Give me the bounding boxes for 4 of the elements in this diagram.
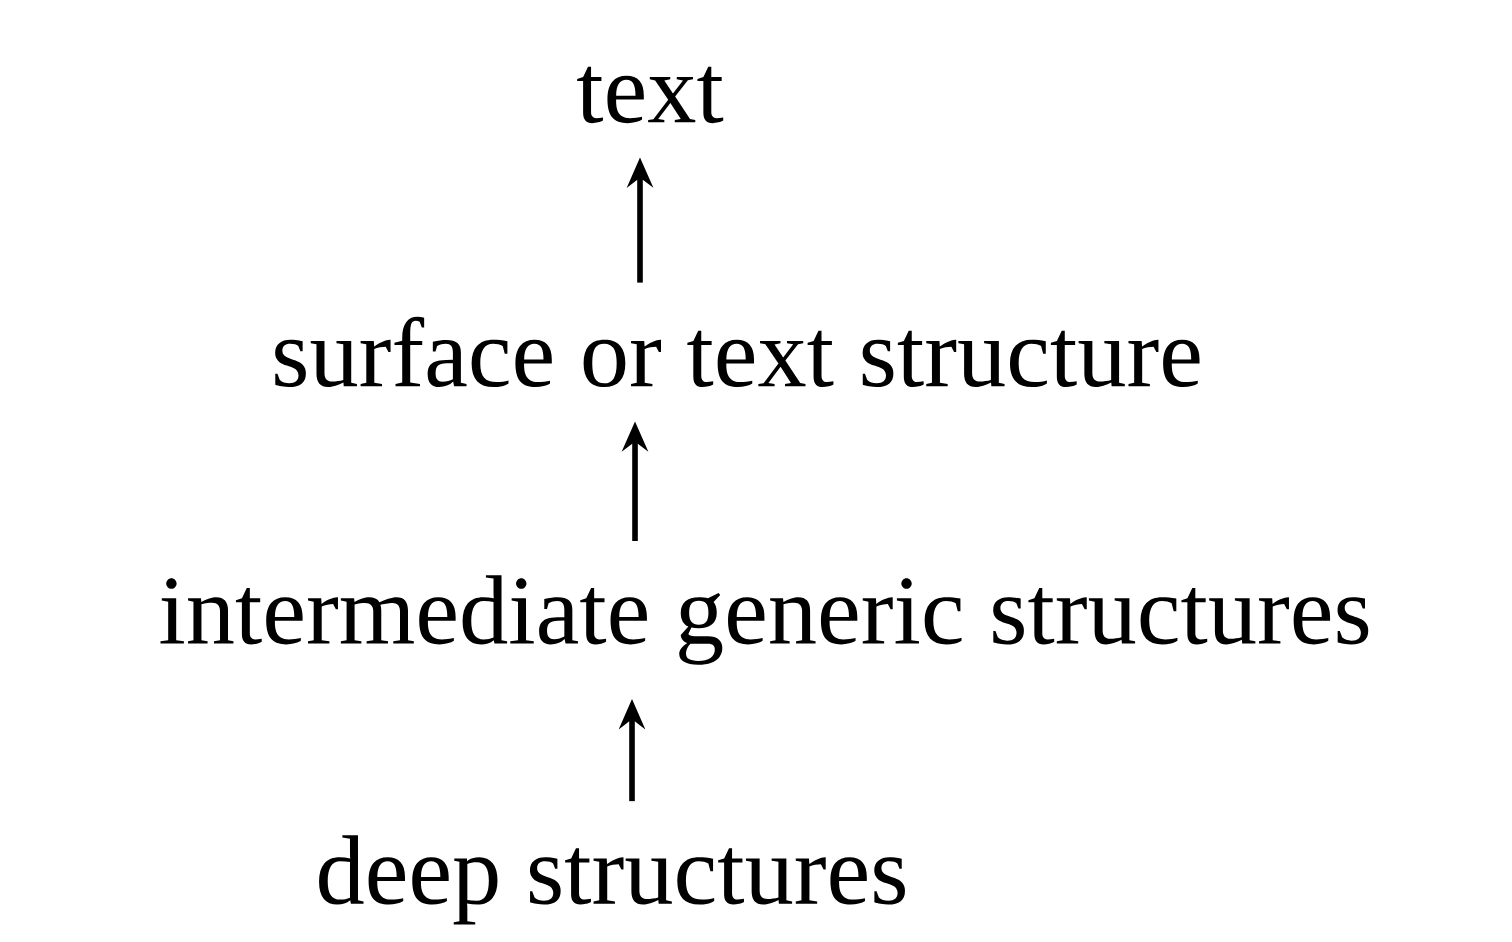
text-label: deep structures bbox=[319, 835, 905, 925]
text-label: text bbox=[577, 66, 724, 124]
text-label: intermediate generic structures bbox=[160, 575, 1369, 665]
text-label: surface or text structure bbox=[275, 316, 1200, 388]
